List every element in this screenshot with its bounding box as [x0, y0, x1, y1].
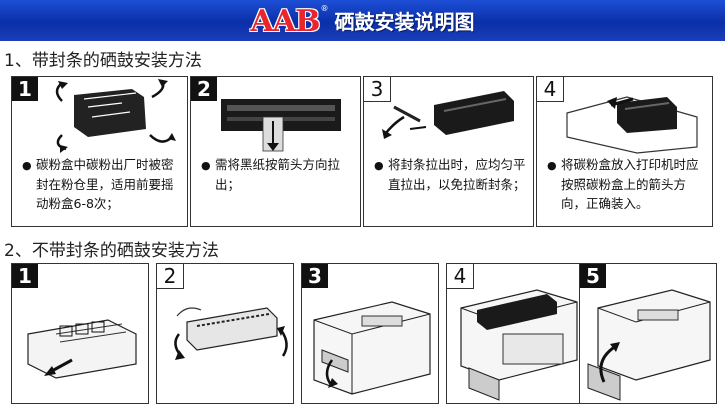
printer-open-illustration: [313, 301, 431, 395]
section2-step5-panel: 5: [579, 263, 717, 404]
page-title: 硒鼓安装说明图: [334, 10, 475, 34]
step-number: 3: [302, 264, 328, 288]
section1-step3-panel: 3 ● 将封条拉出时，应均匀平直拉出，以免拉断封条；: [363, 76, 534, 227]
section1-step2-panel: 2 ● 需将黑纸按箭头方向拉出；: [190, 76, 361, 227]
registered-mark: ®: [320, 4, 329, 13]
header-bar: AAB ® 硒鼓安装说明图: [0, 0, 725, 41]
cartridge-unpack-illustration: [27, 319, 137, 379]
section1-step4-panel: 4 ● 将碳粉盒放入打印机时应按照碳粉盒上的箭头方向，正确装入。: [536, 76, 713, 227]
step-number: 1: [12, 77, 38, 101]
section2-step1-panel: 1: [11, 263, 149, 404]
bullet-icon: ●: [374, 159, 384, 172]
cartridge-rock-illustration: [174, 307, 288, 360]
step-number: 4: [537, 77, 564, 102]
brand-logo: AAB: [250, 4, 321, 39]
section2-step3-panel: 3: [301, 263, 439, 404]
step-number: 2: [157, 264, 184, 289]
black-paper-pull-illustration: [221, 99, 341, 152]
step-number: 5: [580, 264, 606, 288]
section2-step2-panel: 2: [156, 263, 294, 404]
step-caption: 碳粉盒中碳粉出厂时被密封在粉仓里，适用前要摇动粉盒6-8次；: [36, 157, 174, 211]
toner-shake-illustration: [55, 79, 176, 153]
section1-step1-panel: 1 ● 碳粉盒中碳粉出厂时被密封在粉仓里，适用前要摇动粉盒6-8次；: [11, 76, 188, 227]
step-number: 4: [447, 264, 474, 289]
section1-title: 1、带封条的硒鼓安装方法: [4, 51, 202, 71]
printer-close-cover-illustration: [587, 289, 711, 401]
section2-step4-panel: 4: [446, 263, 584, 404]
step-caption: 需将黑纸按箭头方向拉出；: [215, 157, 341, 192]
step-caption: 将碳粉盒放入打印机时应按照碳粉盒上的箭头方向，正确装入。: [561, 157, 699, 211]
step-number: 3: [364, 77, 391, 102]
section2-title: 2、不带封条的硒鼓安装方法: [4, 241, 219, 261]
step-number: 2: [191, 77, 217, 101]
seal-strip-pull-illustration: [382, 91, 514, 139]
bullet-icon: ●: [201, 159, 211, 172]
step-number: 1: [12, 264, 38, 288]
bullet-icon: ●: [22, 159, 32, 172]
printer-insert-cartridge-illustration: [460, 289, 578, 401]
bullet-icon: ●: [547, 159, 557, 172]
step-caption: 将封条拉出时，应均匀平直拉出，以免拉断封条；: [388, 157, 526, 192]
insert-cartridge-illustration: [566, 96, 698, 154]
